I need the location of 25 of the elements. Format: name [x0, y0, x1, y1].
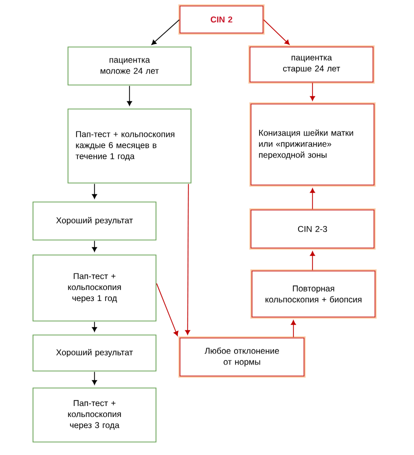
process-box: Повторная кольпоскопия + биопсия	[250, 269, 377, 319]
process-box: Пап-тест + кольпоскопия каждые 6 месяцев в течение 1 года	[68, 108, 192, 184]
arrow	[263, 19, 290, 45]
process-box: пациентка старше 24 лет	[248, 45, 375, 84]
arrow	[156, 283, 178, 336]
arrow	[92, 322, 98, 332]
arrow	[185, 184, 190, 335]
arrow	[310, 82, 316, 101]
process-box: Хороший результат	[32, 202, 156, 240]
arrow	[290, 320, 296, 338]
process-box: CIN 2-3	[249, 208, 376, 250]
process-box: Пап-тест + кольпоскопия через 3 года	[32, 388, 156, 442]
arrow	[310, 251, 316, 270]
process-box: CIN 2	[178, 4, 265, 35]
process-box: Пап-тест + кольпоскопия через 1 год	[32, 254, 156, 322]
arrow	[92, 184, 98, 199]
arrow	[92, 372, 98, 385]
arrow	[310, 188, 316, 210]
arrow	[126, 86, 132, 106]
arrow	[92, 240, 98, 252]
process-box: Конизация шейки матки или «прижигание» переходной зоны	[249, 102, 376, 187]
process-box: пациентка моложе 24 лет	[68, 46, 192, 86]
process-box: Хороший результат	[32, 334, 156, 372]
process-box: Любое отклонение от нормы	[178, 336, 306, 378]
arrow	[151, 19, 180, 45]
